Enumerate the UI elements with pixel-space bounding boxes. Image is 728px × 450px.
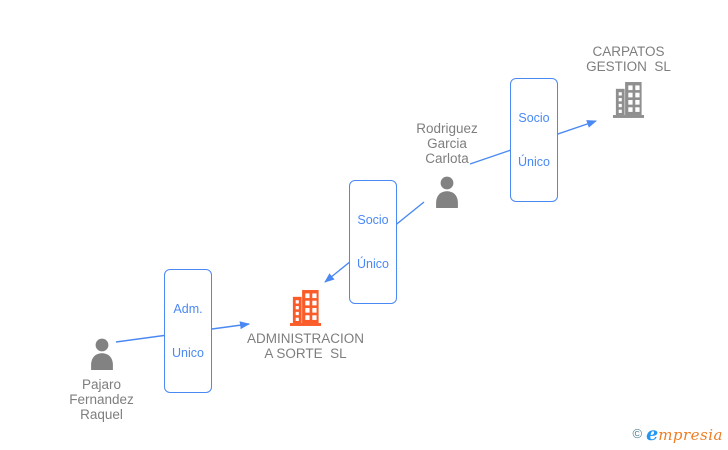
node-rodriguez-garcia-carlota[interactable]: Rodriguez Garcia Carlota	[385, 111, 509, 208]
edge-label-socio-unico-administracion: Socio Único	[349, 180, 397, 304]
empresia-logo: ©empresia	[633, 423, 724, 445]
node-label: CARPATOS GESTION SL	[586, 44, 671, 74]
edge-label-socio-unico-carpatos: Socio Único	[510, 78, 558, 202]
copyright-icon: ©	[632, 426, 643, 441]
person-icon	[436, 176, 458, 208]
building-icon	[612, 82, 645, 118]
node-label: ADMINISTRACION A SORTE SL	[246, 331, 364, 361]
node-label: Pajaro Fernandez Raquel	[69, 377, 134, 422]
person-icon	[90, 338, 113, 370]
edge-label-line: Socio	[518, 111, 550, 125]
edge-label-line: Único	[357, 256, 389, 271]
node-carpatos-gestion-sl[interactable]: CARPATOS GESTION SL	[556, 44, 701, 118]
brand-initial: e	[646, 423, 659, 445]
node-label: Rodriguez Garcia Carlota	[416, 121, 478, 166]
edge-label-line: Socio	[357, 213, 389, 227]
node-administracion-a-sorte-sl[interactable]: ADMINISTRACION A SORTE SL	[228, 289, 383, 361]
node-pajaro-fernandez-raquel[interactable]: Pajaro Fernandez Raquel	[31, 338, 172, 422]
edge-label-line: Único	[518, 154, 550, 169]
edge-label-line: Adm.	[173, 302, 203, 316]
edge-label-adm-unico: Adm. Unico	[164, 269, 212, 393]
brand-text: mpresia	[658, 426, 723, 444]
building-icon	[289, 290, 322, 326]
edge-label-line: Unico	[172, 345, 204, 360]
